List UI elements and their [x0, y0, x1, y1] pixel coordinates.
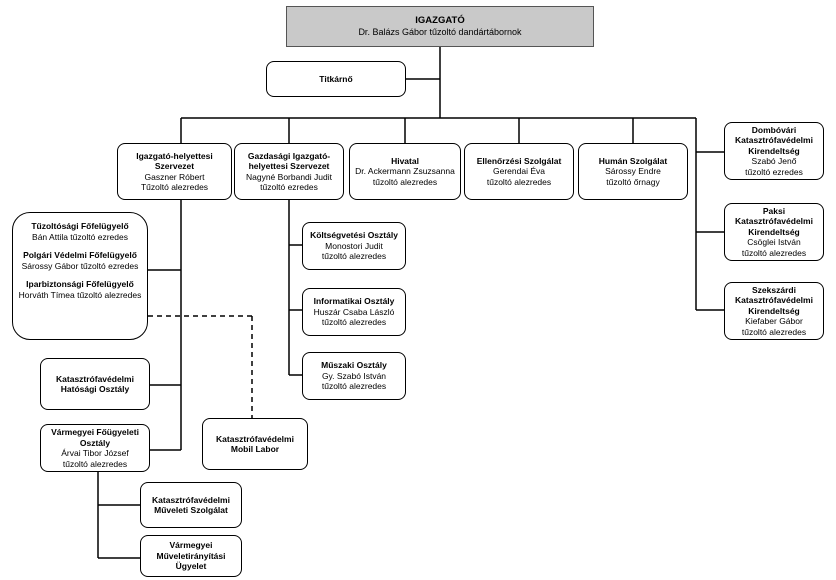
office-title: Hivatal [391, 155, 419, 166]
szekszard-name: Kiefaber Gábor [745, 316, 803, 327]
inspector-name: Horváth Tímea tűzoltó alezredes [18, 289, 142, 300]
it-rank: tűzoltó alezredes [321, 317, 387, 328]
inspector-name: Bán Attila tűzoltó ezredes [32, 231, 128, 242]
county-title: Vármegyei Főügyeleti Osztály [51, 427, 139, 448]
inspector-item: Tűzoltósági Főfelügyelő Bán Attila tűzol… [31, 221, 128, 242]
dombovar-rank: tűzoltó ezredes [745, 166, 803, 177]
deputy-box: Igazgató-helyettesi Szervezet Gaszner Ró… [117, 143, 232, 200]
it-name: Huszár Csaba László [313, 306, 395, 317]
budget-title: Költségvetési Osztály [310, 230, 398, 241]
mobile-lab-box: Katasztrófavédelmi Mobil Labor [202, 418, 308, 470]
dombovar-name: Szabó Jenő [751, 156, 797, 167]
tech-name: Gy. Szabó István [321, 370, 387, 381]
budget-name: Monostori Judit [325, 240, 383, 251]
control-center-title: Vármegyei Műveletirányítási Ügyelet [156, 540, 226, 572]
inspector-name: Sárossy Gábor tűzoltó ezredes [21, 260, 139, 271]
director-box: IGAZGATÓ Dr. Balázs Gábor tűzoltó dandár… [286, 6, 594, 47]
tech-rank: tűzoltó alezredes [321, 381, 387, 392]
operations-box: Katasztrófavédelmi Műveleti Szolgálat [140, 482, 242, 528]
inspectors-box: Tűzoltósági Főfelügyelő Bán Attila tűzol… [12, 212, 148, 340]
it-title: Informatikai Osztály [313, 296, 395, 307]
szekszard-title: Szekszárdi Katasztrófavédelmi Kirendelts… [735, 284, 813, 316]
inspector-title: Iparbiztonsági Főfelügyelő [26, 279, 134, 289]
authority-title: Katasztrófavédelmi Hatósági Osztály [56, 373, 134, 395]
economic-rank: tűzoltó ezredes [260, 182, 318, 192]
inspector-title: Tűzoltósági Főfelügyelő [31, 221, 129, 231]
office-rank: tűzoltó alezredes [372, 176, 438, 187]
county-name: Árvai Tibor József [61, 448, 129, 458]
authority-box: Katasztrófavédelmi Hatósági Osztály [40, 358, 150, 410]
control-rank: tűzoltó alezredes [486, 176, 552, 187]
secretary-box: Titkárnő [266, 61, 406, 97]
budget-rank: tűzoltó alezredes [321, 251, 387, 262]
secretary-title: Titkárnő [319, 73, 353, 84]
office-name: Dr. Ackermann Zsuzsanna [355, 166, 455, 177]
director-name: Dr. Balázs Gábor tűzoltó dandártábornok [358, 26, 522, 37]
control-name: Gerendai Éva [493, 166, 545, 177]
it-box: Informatikai Osztály Huszár Csaba László… [302, 288, 406, 336]
operations-title: Katasztrófavédelmi Műveleti Szolgálat [152, 494, 230, 516]
inspector-item: Iparbiztonsági Főfelügyelő Horváth Tímea… [19, 279, 142, 300]
tech-title: Műszaki Osztály [321, 360, 387, 371]
dombovar-title: Dombóvári Katasztrófavédelmi Kirendeltsé… [735, 124, 813, 156]
budget-box: Költségvetési Osztály Monostori Judit tű… [302, 222, 406, 270]
economic-title: Gazdasági Igazgató-helyettesi Szervezet [247, 150, 331, 172]
inspector-title: Polgári Védelmi Főfelügyelő [23, 250, 137, 260]
director-title: IGAZGATÓ [415, 15, 465, 26]
control-box: Ellenőrzési Szolgálat Gerendai Éva tűzol… [464, 143, 574, 200]
control-title: Ellenőrzési Szolgálat [476, 155, 562, 166]
deputy-title: Igazgató-helyettesi Szervezet [136, 150, 213, 172]
deputy-rank: Tűzoltó alezredes [140, 182, 209, 192]
tech-box: Műszaki Osztály Gy. Szabó István tűzoltó… [302, 352, 406, 400]
szekszard-box: Szekszárdi Katasztrófavédelmi Kirendelts… [724, 282, 824, 340]
hr-title: Humán Szolgálat [598, 155, 668, 166]
szekszard-rank: tűzoltó alezredes [741, 326, 807, 337]
paks-rank: tűzoltó alezredes [741, 247, 807, 258]
inspector-item: Polgári Védelmi Főfelügyelő Sárossy Gábo… [22, 250, 139, 271]
hr-box: Humán Szolgálat Sárossy Endre tűzoltó őr… [578, 143, 688, 200]
economic-box: Gazdasági Igazgató-helyettesi Szervezet … [234, 143, 344, 200]
economic-name: Nagyné Borbandi Judit [245, 171, 332, 182]
hr-name: Sárossy Endre [605, 166, 661, 177]
deputy-name: Gaszner Róbert [144, 171, 205, 182]
dombovar-box: Dombóvári Katasztrófavédelmi Kirendeltsé… [724, 122, 824, 180]
paks-name: Csöglei István [747, 237, 801, 248]
county-rank: tűzoltó alezredes [62, 458, 128, 469]
county-box: Vármegyei Főügyeleti Osztály Árvai Tibor… [40, 424, 150, 472]
office-box: Hivatal Dr. Ackermann Zsuzsanna tűzoltó … [349, 143, 461, 200]
paks-box: Paksi Katasztrófavédelmi Kirendeltség Cs… [724, 203, 824, 261]
hr-rank: tűzoltó őrnagy [606, 176, 660, 187]
control-center-box: Vármegyei Műveletirányítási Ügyelet [140, 535, 242, 577]
paks-title: Paksi Katasztrófavédelmi Kirendeltség [735, 205, 813, 237]
mobile-lab-title: Katasztrófavédelmi Mobil Labor [216, 433, 294, 455]
